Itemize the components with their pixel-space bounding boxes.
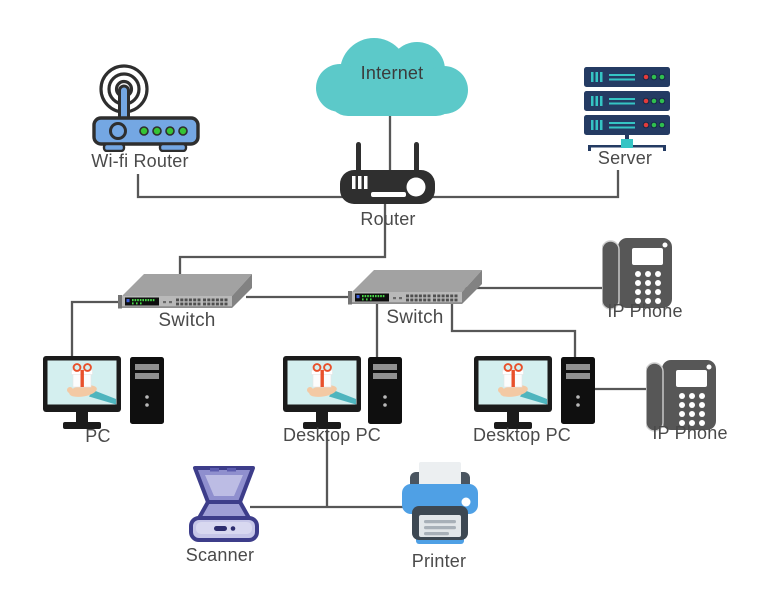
server-icon bbox=[584, 67, 670, 151]
pc-label: PC bbox=[85, 426, 111, 446]
wire-switchright-desktopright bbox=[450, 300, 577, 360]
wire-router-switchleft bbox=[178, 203, 387, 288]
wifi-router-label: Wi-fi Router bbox=[91, 151, 189, 171]
wire-wifirouter-router bbox=[136, 174, 348, 199]
wire-server-router bbox=[432, 170, 620, 199]
wifi-router-icon bbox=[92, 64, 200, 152]
switch-left-icon bbox=[118, 274, 252, 309]
ip-phone-top-label: IP Phone bbox=[607, 301, 683, 321]
switch-right-icon bbox=[348, 270, 482, 305]
internet-cloud-icon bbox=[316, 38, 468, 116]
ip-phone-bottom-icon bbox=[646, 360, 716, 432]
desktop-pc-center-tower-icon bbox=[368, 357, 402, 424]
router-label: Router bbox=[360, 209, 416, 229]
pc-tower-icon bbox=[130, 357, 164, 424]
switch-right-label: Switch bbox=[386, 307, 444, 328]
ip-phone-top-icon bbox=[602, 238, 672, 310]
internet-label: Internet bbox=[360, 63, 424, 83]
desktop-pc-center-monitor-icon bbox=[283, 356, 361, 429]
router-icon bbox=[340, 142, 435, 204]
switch-left-label: Switch bbox=[158, 310, 216, 331]
ip-phone-bottom-label: IP Phone bbox=[652, 423, 728, 443]
desktop-pc-right-tower-icon bbox=[561, 357, 595, 424]
scanner-label: Scanner bbox=[185, 545, 255, 565]
desktop-pc-right-monitor-icon bbox=[474, 356, 552, 429]
pc-monitor-icon bbox=[43, 356, 121, 429]
wire-switchleft-pc bbox=[70, 300, 124, 358]
server-label: Server bbox=[597, 148, 653, 168]
printer-label: Printer bbox=[411, 551, 467, 571]
desktop-pc-right-label: Desktop PC bbox=[472, 425, 572, 445]
scanner-icon bbox=[189, 466, 259, 542]
desktop-pc-center-label: Desktop PC bbox=[282, 425, 382, 445]
printer-icon bbox=[402, 462, 478, 544]
